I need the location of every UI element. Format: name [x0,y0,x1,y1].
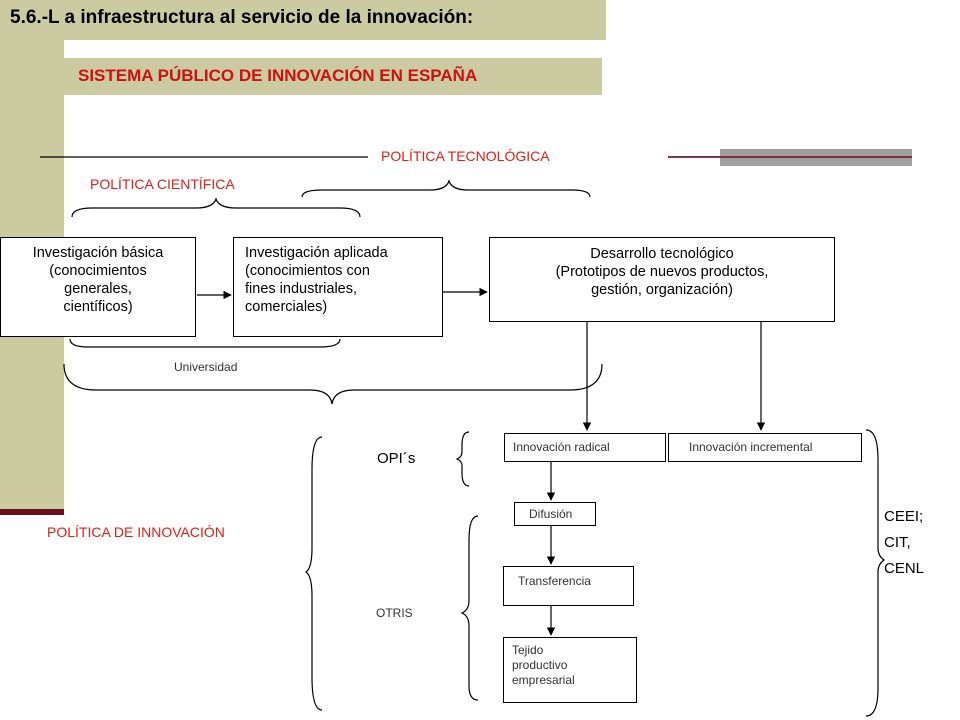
subtitle-band [64,58,602,95]
page-subtitle: SISTEMA PÚBLICO DE INNOVACIÓN EN ESPAÑA [78,66,478,85]
tecnologica-brace [301,179,591,198]
desarrollo-tecnologico-box: Desarrollo tecnológico (Prototipos de nu… [489,237,835,322]
tejido-productivo-box: Tejido productivo empresarial [503,637,637,703]
investigacion-aplicada-line: fines industriales, [245,281,358,297]
page-title: 5.6.-L a infraestructura al servicio de … [10,7,474,28]
cenl-label: CENL [884,560,925,577]
innovacion-radical-label: Innovación radical [513,440,610,454]
universidad-brace-large [63,363,603,405]
tejido-line: productivo [512,658,568,672]
investigacion-basica-line: generales, [64,281,132,297]
cit-label: CIT, [884,534,911,551]
innovacion-incremental-label: Innovación incremental [689,440,813,454]
universidad-brace-small [69,338,341,348]
desarrollo-tecnologico-line: (Prototipos de nuevos productos, [555,264,769,280]
difusion-box: Difusión [514,502,596,526]
investigacion-basica-line: científicos) [63,299,133,315]
sidebar-footer-line [0,509,64,515]
cientifica-brace [71,197,361,218]
desarrollo-tecnologico-title: Desarrollo tecnológico [590,246,734,262]
otris-label: OTRIS [376,606,413,620]
politica-innovacion-label: POLÍTICA DE INNOVACIÓN [47,524,225,540]
ceei-label: CEEI; [884,508,924,525]
transferencia-label: Transferencia [518,574,591,588]
investigacion-basica-title: Investigación básica [32,245,164,261]
difusion-label: Difusión [529,507,573,521]
title-band [0,0,606,40]
transferencia-box: Transferencia [503,566,634,606]
innovacion-bracket [304,436,323,711]
innovacion-incremental-box: Innovación incremental [668,433,862,462]
opis-brace [455,431,470,487]
investigacion-aplicada-title: Investigación aplicada [245,245,388,261]
innovacion-radical-box: Innovación radical [504,433,666,462]
politica-tecnologica-label: POLÍTICA TECNOLÓGICA [381,148,550,164]
investigacion-aplicada-line: (conocimientos con [245,263,370,279]
ceei-cit-cenl-list: CEEI; CIT, CENL [884,504,924,582]
investigacion-aplicada-line: comerciales) [245,299,328,315]
tejido-line: empresarial [512,673,575,687]
otris-brace [460,515,479,701]
investigacion-aplicada-box: Investigación aplicada (conocimientos co… [233,237,443,337]
desarrollo-tecnologico-line: gestión, organización) [591,282,733,298]
ceei-bracket [865,429,886,717]
investigacion-basica-line: (conocimientos [49,263,147,279]
investigacion-basica-box: Investigación básica (conocimientos gene… [0,237,196,337]
politica-cientifica-label: POLÍTICA CIENTÍFICA [90,176,235,192]
universidad-label: Universidad [174,360,238,374]
opis-label: OPI´s [377,450,416,467]
tejido-line: Tejido [512,643,544,657]
